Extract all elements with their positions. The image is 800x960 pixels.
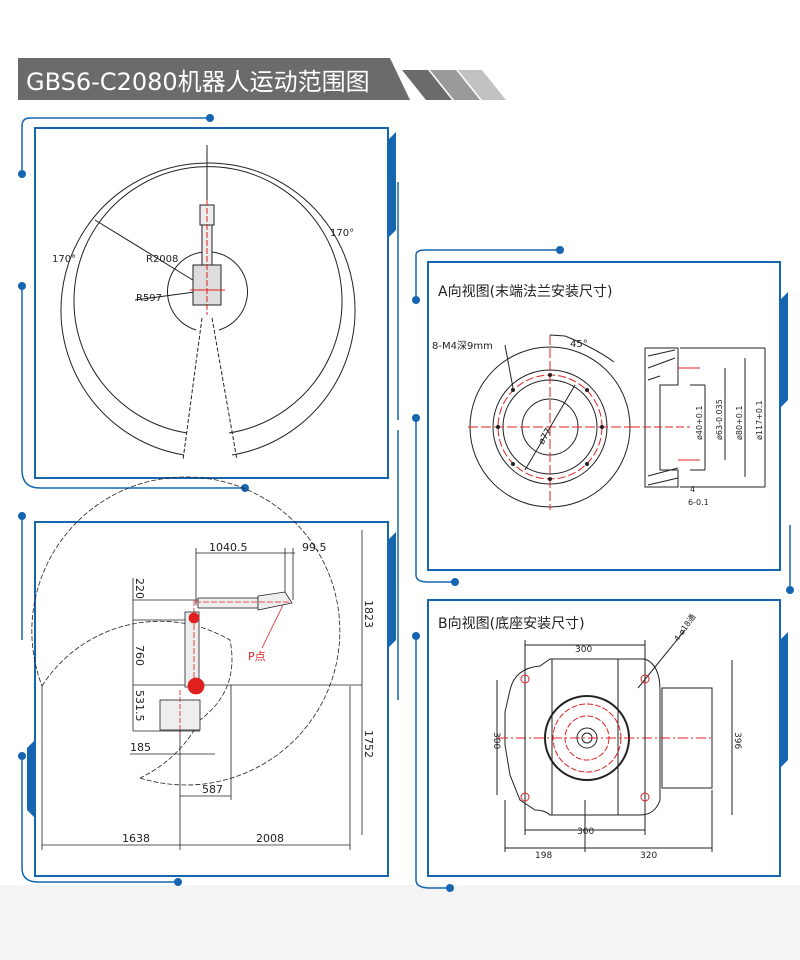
dim-1823: 1823 bbox=[362, 600, 375, 628]
d1-label: ø40+0.1 bbox=[695, 406, 704, 441]
holes-label: 8-M4深9mm bbox=[432, 340, 493, 352]
side-view bbox=[31, 476, 363, 850]
base-view bbox=[496, 629, 733, 852]
dim-2008: 2008 bbox=[256, 832, 284, 845]
base-bottom-300: 300 bbox=[577, 827, 594, 837]
dim-220: 220 bbox=[133, 578, 146, 599]
top-view-frame bbox=[34, 127, 389, 479]
angle-label: 45° bbox=[570, 339, 588, 350]
flange-view-title: A向视图(末端法兰安装尺寸) bbox=[438, 284, 613, 300]
base-left-198: 198 bbox=[535, 851, 552, 861]
side-view-frame bbox=[34, 521, 389, 877]
base-right-396: 396 bbox=[732, 732, 742, 749]
frame-dots bbox=[18, 114, 794, 892]
d4-label: ø117+0.1 bbox=[755, 400, 764, 440]
dim-185: 185 bbox=[130, 741, 151, 754]
base-holes bbox=[520, 674, 650, 802]
top-view bbox=[60, 145, 356, 461]
flange-view bbox=[468, 334, 766, 510]
dim-587: 587 bbox=[202, 783, 223, 796]
dim-offset-top: 99.5 bbox=[302, 541, 327, 554]
depth1-label: 4 bbox=[690, 485, 695, 494]
angle-right-label: 170° bbox=[330, 228, 354, 239]
pcd-label: ø77 bbox=[537, 427, 554, 447]
stripe-decor bbox=[402, 70, 452, 100]
base-view-title: B向视图(底座安装尺寸) bbox=[438, 616, 585, 632]
flange-view-frame bbox=[427, 261, 781, 571]
dim-1638: 1638 bbox=[122, 832, 150, 845]
base-holes-label: 4-ø18通 bbox=[671, 612, 697, 643]
radius-inner-label: R597 bbox=[136, 293, 162, 304]
page-title: GBS6-C2080机器人运动范围图 bbox=[26, 68, 370, 96]
dim-reach-top: 1040.5 bbox=[209, 541, 248, 554]
panel-frames bbox=[21, 117, 791, 889]
dim-1752: 1752 bbox=[362, 730, 375, 758]
base-view-frame bbox=[427, 599, 781, 877]
stripe-decor bbox=[430, 70, 480, 100]
d3-label: ø80+0.1 bbox=[735, 406, 744, 441]
title-banner: GBS6-C2080机器人运动范围图 bbox=[18, 58, 506, 100]
dim-531: 531.5 bbox=[133, 690, 146, 722]
dim-760: 760 bbox=[133, 645, 146, 666]
d2-label: ø63-0.035 bbox=[715, 399, 724, 440]
angle-left-label: 170° bbox=[52, 254, 76, 265]
base-top-300: 300 bbox=[575, 645, 592, 655]
radius-outer-label: R2008 bbox=[146, 254, 178, 265]
base-left-300: 300 bbox=[491, 732, 501, 749]
p-point-label: P点 bbox=[248, 650, 266, 663]
base-right-320: 320 bbox=[640, 851, 657, 861]
depth2-label: 6-0.1 bbox=[688, 498, 709, 507]
page-footer-band bbox=[0, 885, 800, 960]
stripe-decor bbox=[458, 70, 506, 100]
